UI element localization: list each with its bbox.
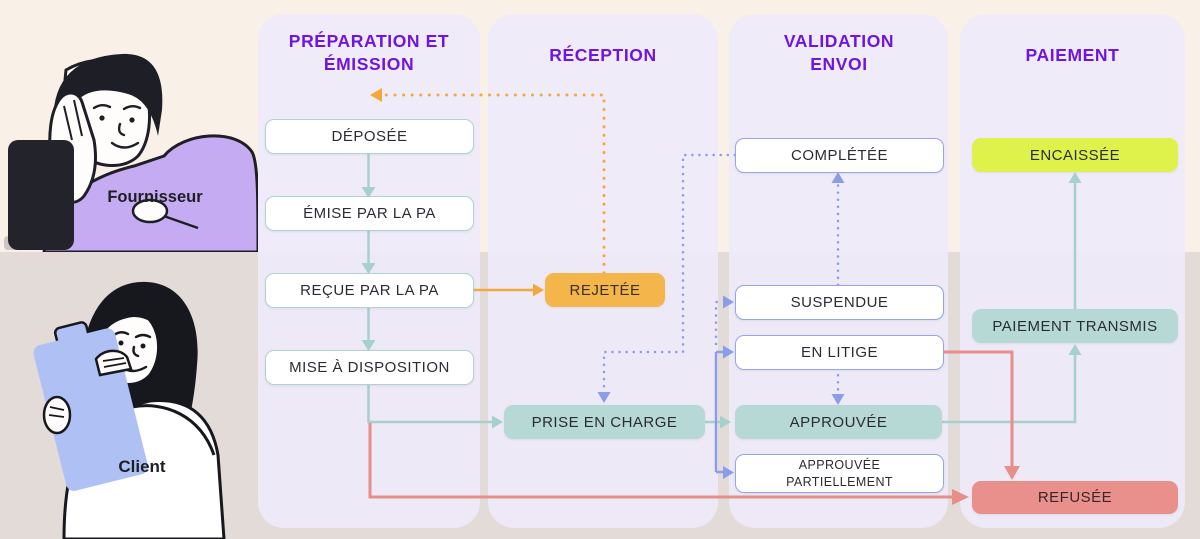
- node-emise: ÉMISE PAR LA PA: [265, 196, 474, 231]
- eye-left: [118, 340, 124, 346]
- fournisseur-hand-pen: [131, 198, 169, 224]
- node-label: ÉMISE PAR LA PA: [303, 205, 436, 222]
- node-label: SUSPENDUE: [790, 294, 889, 311]
- node-label: REFUSÉE: [1037, 489, 1113, 506]
- actor-label-fournisseur: Fournisseur: [107, 188, 203, 206]
- actor-label-client: Client: [118, 457, 166, 476]
- column-header-reception: RÉCEPTION: [549, 45, 657, 65]
- node-label: PAIEMENT TRANSMIS: [992, 317, 1158, 335]
- node-approuvee: APPROUVÉE: [735, 405, 942, 439]
- client-hair-fringe: [98, 306, 160, 339]
- column-header-validation: VALIDATION ENVOI: [783, 31, 895, 74]
- node-refusee: REFUSÉE: [972, 481, 1178, 514]
- fournisseur-illustration: [4, 53, 258, 252]
- client-arm: [131, 404, 216, 456]
- fournisseur-hair: [53, 53, 163, 136]
- node-label: REJETÉE: [569, 281, 641, 299]
- node-encaissee: ENCAISSÉE: [972, 138, 1178, 172]
- node-approuvee-partiellement: APPROUVÉE PARTIELLEMENT: [735, 454, 944, 493]
- node-suspendue: SUSPENDUE: [735, 285, 944, 320]
- eye-left: [99, 115, 105, 121]
- node-label: APPROUVÉE PARTIELLEMENT: [786, 458, 893, 489]
- laptop-icon: [8, 140, 74, 250]
- client-hand-left: [42, 395, 72, 435]
- node-label: PRISE EN CHARGE: [531, 413, 678, 431]
- panel-reception: [488, 14, 718, 528]
- column-header-preparation: PRÉPARATION ET ÉMISSION: [288, 31, 450, 74]
- client-hand-top: [94, 349, 133, 377]
- node-mise: MISE À DISPOSITION: [265, 350, 474, 385]
- fournisseur-face: [92, 104, 142, 149]
- node-recue: REÇUE PAR LA PA: [265, 273, 474, 308]
- eye-right: [140, 343, 146, 349]
- node-label: ENCAISSÉE: [1029, 146, 1121, 164]
- node-label: COMPLÉTÉE: [790, 147, 889, 164]
- node-prise-en-charge: PRISE EN CHARGE: [504, 405, 705, 439]
- node-label: EN LITIGE: [800, 344, 879, 361]
- node-deposee: DÉPOSÉE: [265, 119, 474, 154]
- hand-fingers: [48, 357, 127, 418]
- eye-right: [129, 117, 135, 123]
- node-rejetee: REJETÉE: [545, 273, 665, 307]
- client-illustration: [33, 281, 226, 539]
- node-label: DÉPOSÉE: [331, 128, 408, 145]
- panel-validation: [729, 14, 948, 528]
- node-en-litige: EN LITIGE: [735, 335, 944, 370]
- panel-preparation: [258, 14, 480, 528]
- hand-fingers: [63, 99, 83, 141]
- node-label: REÇUE PAR LA PA: [300, 282, 439, 299]
- column-header-paiement: PAIEMENT: [1025, 45, 1120, 65]
- node-paiement-transmis: PAIEMENT TRANSMIS: [972, 309, 1178, 343]
- node-completee: COMPLÉTÉE: [735, 138, 944, 173]
- node-label: MISE À DISPOSITION: [289, 359, 450, 376]
- panel-paiement: [960, 14, 1185, 528]
- node-label: APPROUVÉE: [789, 413, 888, 431]
